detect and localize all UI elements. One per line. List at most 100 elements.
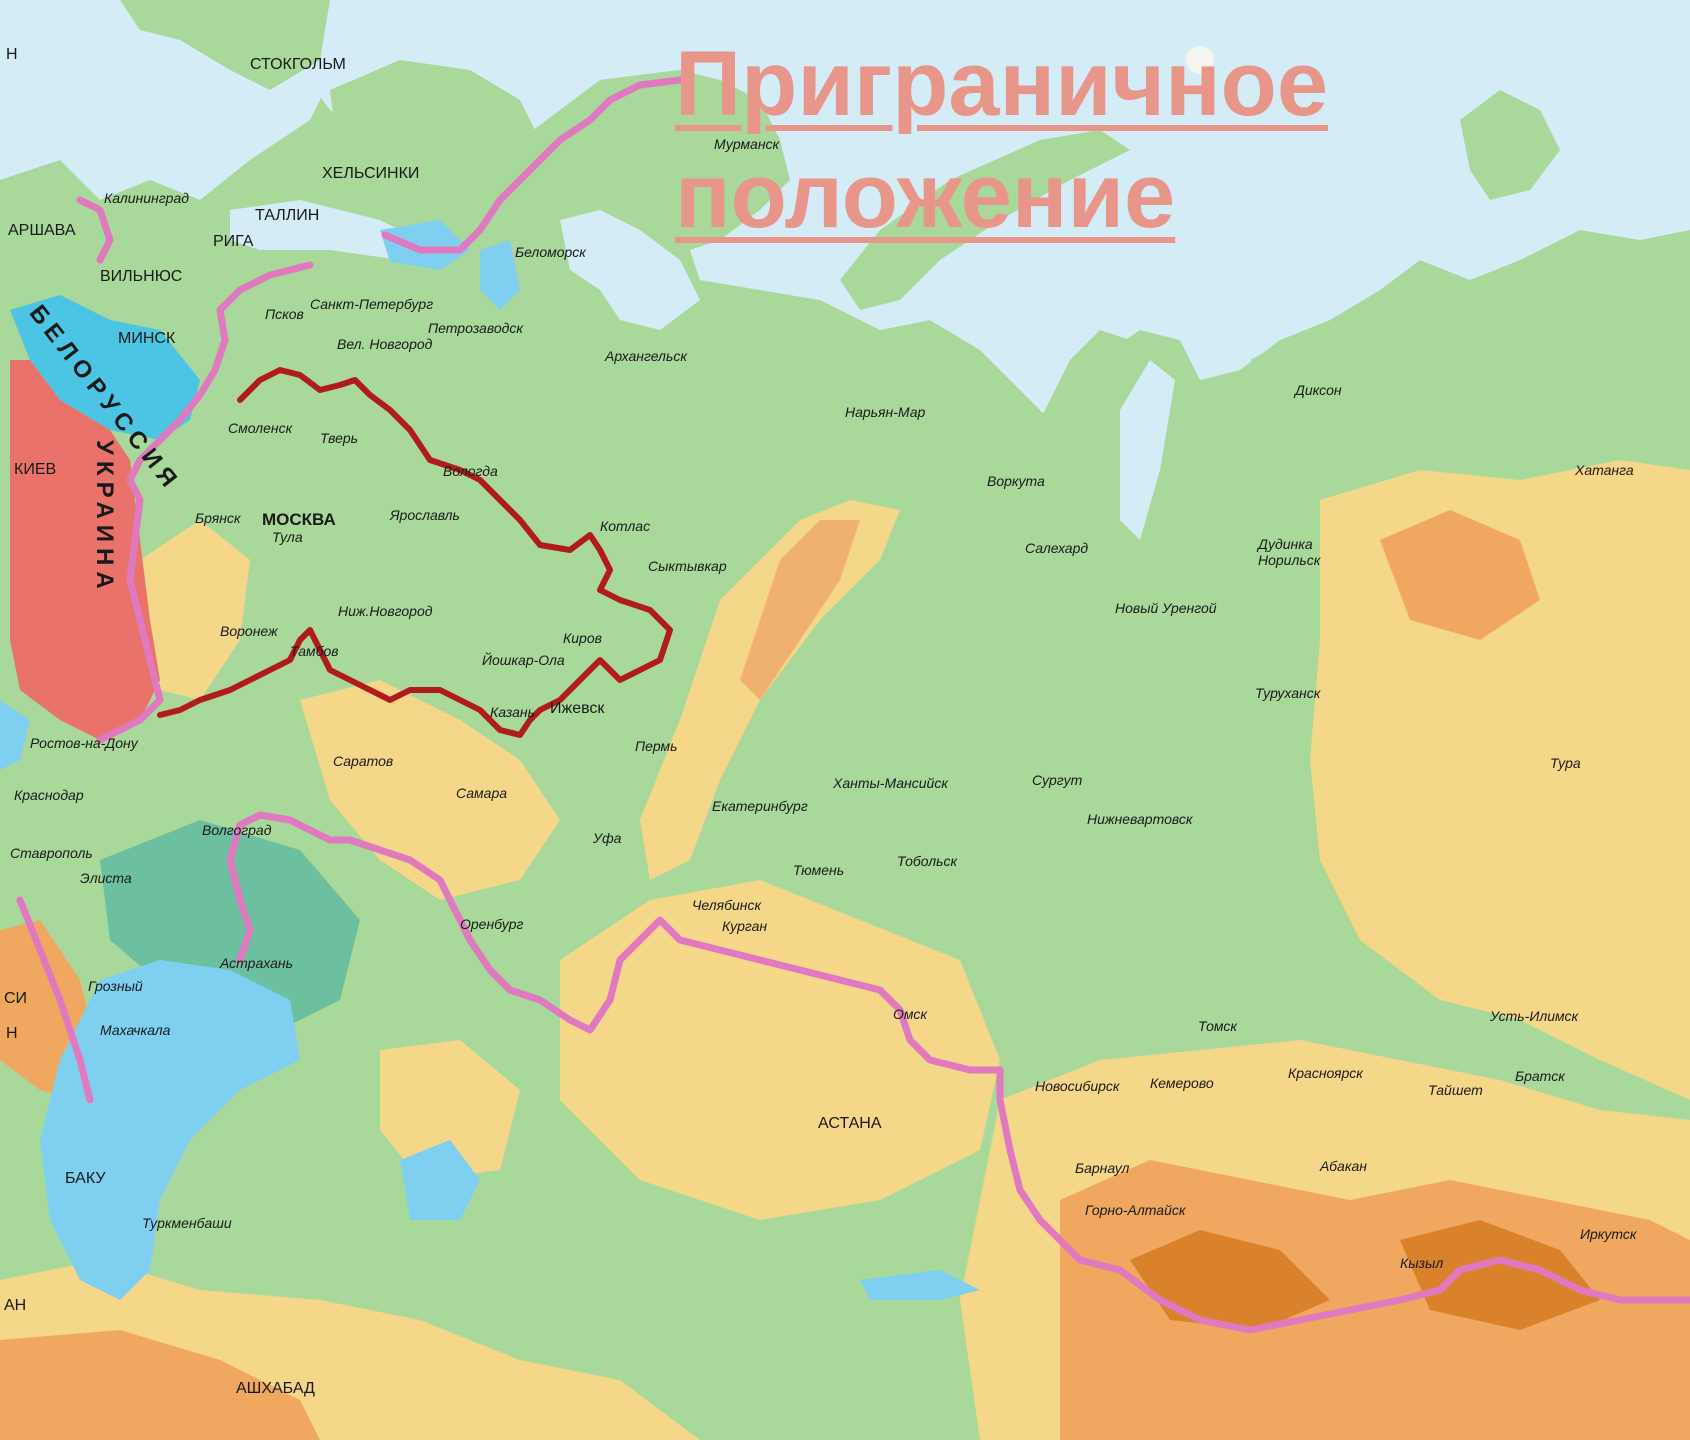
city-label: Пермь	[635, 738, 678, 754]
city-label: Беломорск	[515, 244, 586, 260]
yamal	[1040, 330, 1130, 470]
lake-ladoga	[380, 220, 470, 270]
central-siberian-plateau	[1310, 460, 1690, 1100]
city-label: Саратов	[333, 753, 394, 769]
lake-onega	[480, 240, 520, 310]
city-label: Тверь	[320, 430, 359, 446]
city-label: Новосибирск	[1035, 1078, 1120, 1094]
city-label: Томск	[1198, 1018, 1237, 1034]
city-label: Киров	[563, 630, 602, 646]
altai-peaks	[1130, 1230, 1330, 1330]
state-border	[16, 76, 1690, 1334]
city-label: БАКУ	[65, 1170, 106, 1187]
gulf-of-finland	[230, 200, 420, 260]
city-label: Котлас	[600, 518, 651, 534]
city-label: АШХАБАД	[236, 1380, 315, 1397]
city-label: Калининград	[104, 190, 189, 206]
page-title-line-2: положение	[675, 145, 1176, 247]
city-label: Тула	[272, 529, 303, 545]
city-label: Горно-Алтайск	[1085, 1202, 1186, 1218]
city-label: ВИЛЬНЮС	[100, 268, 183, 285]
city-label: Грозный	[88, 978, 143, 994]
caspian-sea	[40, 960, 300, 1300]
city-label: Ижевск	[550, 700, 605, 717]
novaya-zemlya	[840, 130, 1130, 310]
city-label: Ярославль	[390, 507, 460, 523]
page-title-line-1: Приграничное	[675, 33, 1329, 135]
city-label: Красноярск	[1288, 1065, 1363, 1081]
city-label: Иркутск	[1580, 1226, 1637, 1242]
city-label: Уфа	[593, 830, 622, 846]
city-label: Дудинка	[1258, 536, 1313, 552]
city-label: Краснодар	[14, 787, 84, 803]
city-label: Ростов-на-Дону	[30, 735, 138, 751]
city-label: Тобольск	[897, 853, 958, 869]
finland	[330, 60, 540, 200]
belarus-area	[10, 295, 200, 440]
sayan-peaks	[1400, 1220, 1600, 1330]
city-label: Мурманск	[714, 136, 780, 152]
white-sea	[560, 210, 700, 330]
city-label: Воронеж	[220, 623, 278, 639]
city-label: Псков	[265, 306, 304, 322]
edge-label: Н	[6, 46, 18, 63]
city-label: Волгоград	[202, 822, 272, 838]
city-label: Салехард	[1025, 540, 1089, 556]
kopet-dag	[0, 1330, 320, 1440]
city-label: РИГА	[213, 233, 254, 250]
core-region-outline	[157, 367, 673, 738]
city-label: Ханты-Мансийск	[833, 775, 948, 791]
city-label: Курган	[722, 918, 768, 934]
city-label: Абакан	[1320, 1158, 1367, 1174]
city-label: Элиста	[80, 870, 132, 886]
ural-mountains	[640, 500, 900, 880]
city-label: КИЕВ	[14, 461, 57, 478]
black-sea	[0, 700, 30, 770]
edge-label: СИ	[4, 990, 28, 1007]
city-label: Смоленск	[228, 420, 293, 436]
city-label: Барнаул	[1075, 1160, 1130, 1176]
city-label: МИНСК	[118, 330, 176, 347]
franz-josef-land	[1186, 46, 1214, 74]
city-label: Тура	[1550, 755, 1581, 771]
country-label-ukraine: УКРАИНА	[91, 440, 118, 595]
city-label: Новый Уренгой	[1115, 600, 1217, 616]
scandinavia	[120, 0, 330, 90]
lake-balkhash	[860, 1270, 980, 1300]
city-label: Санкт-Петербург	[310, 296, 434, 312]
taymyr	[1250, 300, 1690, 440]
edge-label: Н	[6, 1025, 18, 1042]
city-label: Тамбов	[290, 643, 339, 659]
arctic-ocean	[680, 0, 1690, 420]
city-label: Казань	[490, 704, 535, 720]
city-label: Махачкала	[100, 1022, 171, 1038]
central-upland	[130, 520, 250, 700]
city-label: Нарьян-Мар	[845, 404, 926, 420]
severnaya-zemlya	[1460, 90, 1560, 200]
ob-gulf	[1120, 360, 1175, 540]
city-label: Тайшет	[1428, 1082, 1483, 1098]
ural-ridge	[740, 520, 860, 700]
aral-sea	[400, 1140, 480, 1220]
ustyurt	[380, 1040, 520, 1180]
city-label: Вологда	[443, 463, 498, 479]
city-label: Самара	[456, 785, 508, 801]
city-label: Брянск	[195, 510, 241, 526]
city-label: Туруханск	[1255, 685, 1321, 701]
ukraine-area	[10, 360, 160, 740]
city-label: Петрозаводск	[428, 320, 523, 336]
city-label: Кызыл	[1400, 1255, 1444, 1271]
city-label: Екатеринбург	[712, 798, 808, 814]
city-label: Усть-Илимск	[1490, 1008, 1579, 1024]
city-label: Хатанга	[1575, 462, 1634, 478]
city-label: Архангельск	[605, 348, 687, 364]
city-label: Кемерово	[1150, 1075, 1214, 1091]
city-label: ТАЛЛИН	[255, 207, 320, 224]
volga-upland	[300, 680, 560, 900]
city-label: Вел. Новгород	[337, 336, 433, 352]
city-label: Сыктывкар	[648, 558, 727, 574]
city-label: Ставрополь	[10, 845, 93, 861]
city-label: Сургут	[1032, 772, 1083, 788]
city-label: Астрахань	[220, 955, 293, 971]
